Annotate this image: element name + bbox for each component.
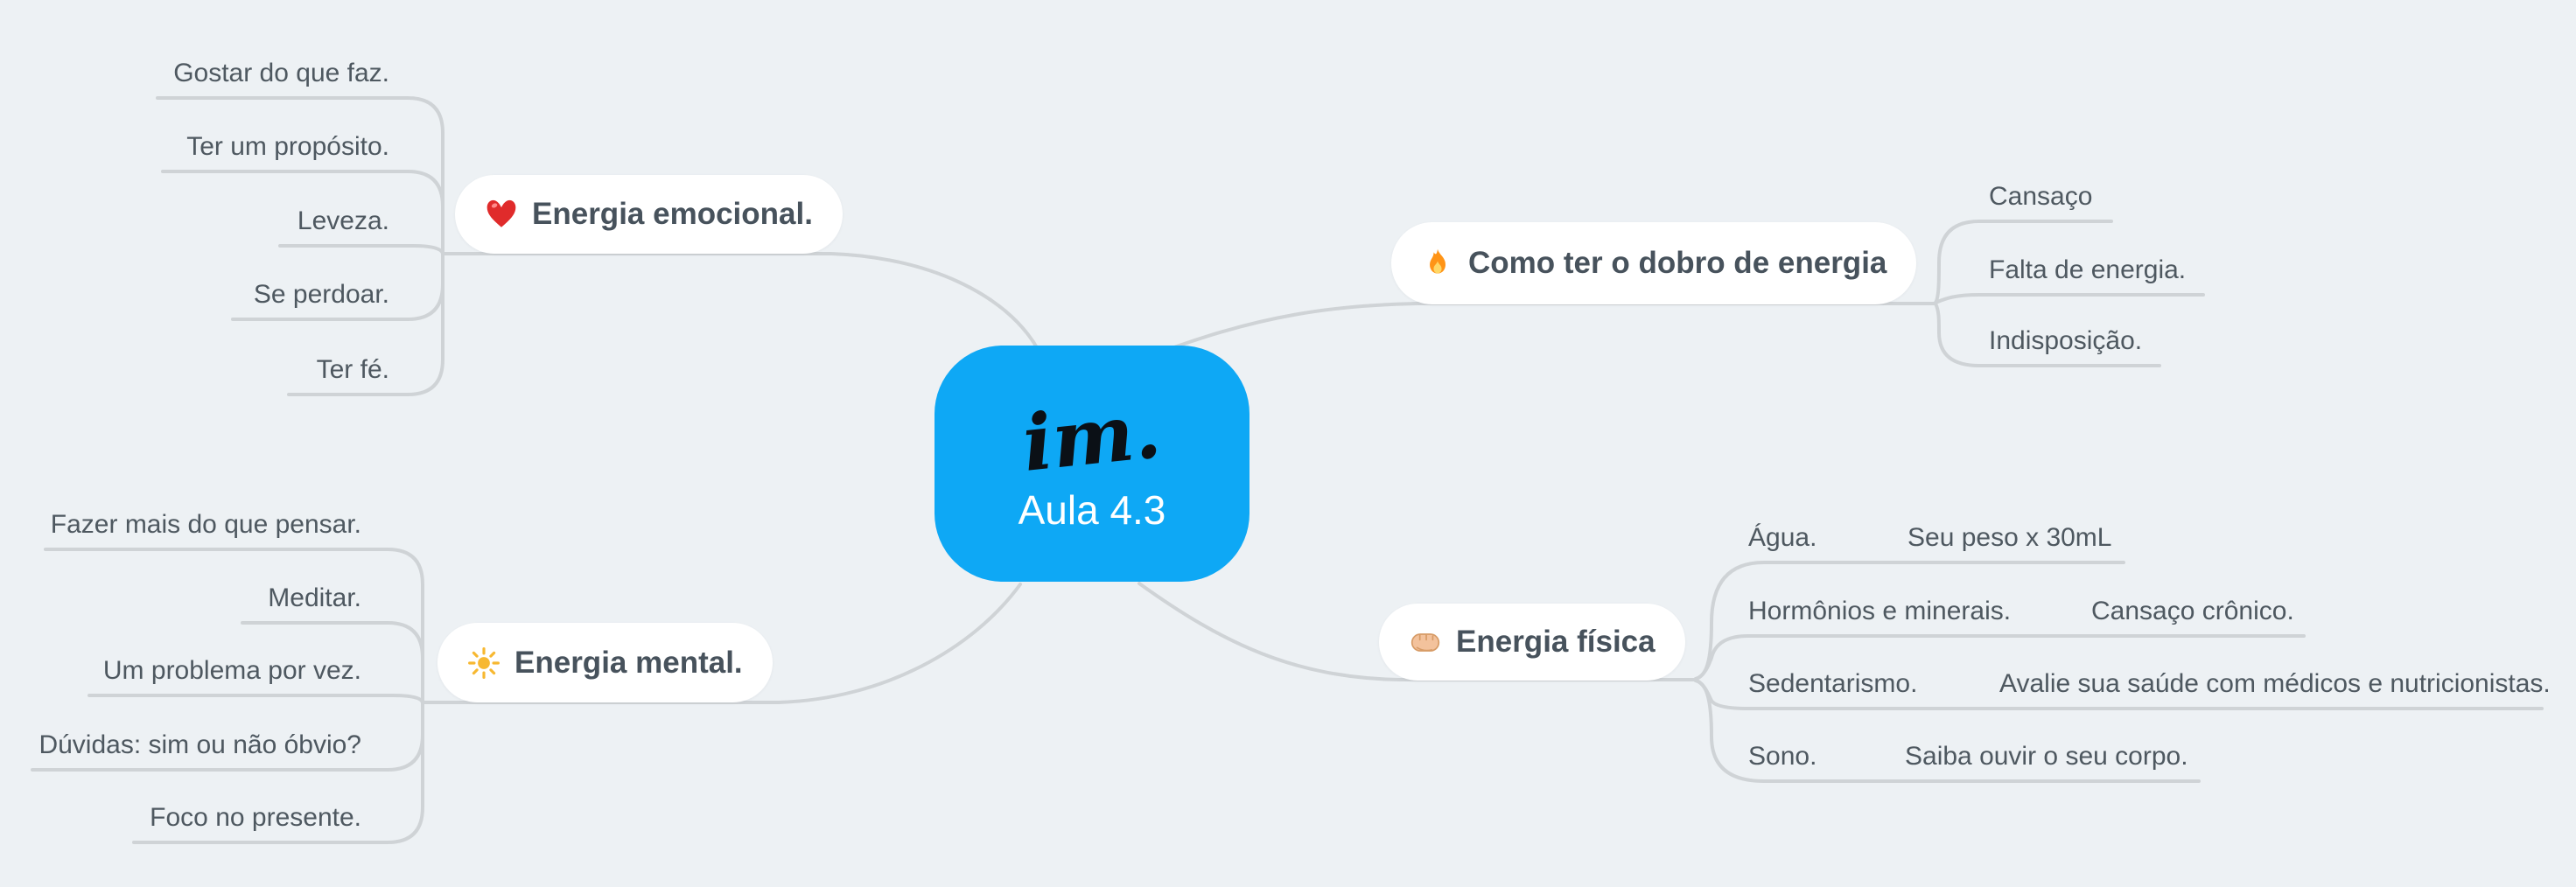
branch-pill-mental[interactable]: Energia mental.	[438, 623, 773, 702]
subtopic-fisica-2[interactable]: Hormônios e minerais.	[1748, 597, 2012, 625]
connector-emocional-child-2	[161, 170, 444, 255]
subtopic-fisica-3-note[interactable]: Avalie sua saúde com médicos e nutricion…	[1999, 669, 2551, 698]
subtopic-mental-4[interactable]: Dúvidas: sim ou não óbvio?	[38, 730, 361, 759]
branch-pill-emocional[interactable]: Energia emocional.	[455, 175, 843, 254]
branch-label-dobro: Como ter o dobro de energia	[1468, 246, 1887, 280]
connector-dobro-child-1	[1934, 220, 2113, 304]
subtopic-fisica-1-note[interactable]: Seu peso x 30mL	[1908, 523, 2112, 552]
connector-emocional-child-3	[278, 244, 444, 255]
connector-emocional-child-5	[287, 252, 444, 396]
connector-emocional-main	[441, 252, 1040, 351]
subtopic-mental-3[interactable]: Um problema por vez.	[102, 656, 361, 685]
connector-emocional-child-1	[156, 96, 444, 255]
subtopic-emocional-5[interactable]: Ter fé.	[316, 355, 389, 384]
subtopic-fisica-4-note[interactable]: Saiba ouvir o seu corpo.	[1905, 742, 2188, 771]
fire-icon	[1421, 247, 1454, 280]
subtopic-emocional-4[interactable]: Se perdoar.	[253, 280, 389, 309]
subtopic-fisica-4[interactable]: Sono.	[1748, 742, 1817, 771]
sun-icon	[467, 646, 500, 680]
connector-mental-child-3	[88, 694, 424, 704]
subtopic-fisica-2-note[interactable]: Cansaço crônico.	[2091, 597, 2294, 625]
subtopic-dobro-2[interactable]: Falta de energia.	[1989, 255, 2187, 284]
brand-logo: im.	[1018, 384, 1166, 489]
branch-label-mental: Energia mental.	[514, 645, 743, 680]
connector-fisica-row-4	[1694, 679, 2201, 783]
connector-fisica-main	[1138, 582, 1698, 681]
subtopic-emocional-3[interactable]: Leveza.	[297, 206, 389, 235]
subtopic-emocional-2[interactable]: Ter um propósito.	[186, 132, 389, 161]
connector-mental-child-1	[44, 548, 424, 704]
subtopic-mental-5[interactable]: Foco no presente.	[150, 803, 361, 832]
subtopic-fisica-1[interactable]: Água.	[1748, 523, 1817, 552]
connector-mental-child-2	[241, 621, 424, 704]
connector-dobro-main	[1172, 302, 1937, 349]
connector-dobro-child-3	[1934, 302, 2161, 367]
branch-label-emocional: Energia emocional.	[532, 197, 813, 231]
fist-icon	[1409, 625, 1442, 659]
subtopic-mental-2[interactable]: Meditar.	[268, 583, 361, 612]
branch-pill-fisica[interactable]: Energia física	[1379, 604, 1685, 681]
heart-icon	[485, 198, 518, 231]
branch-pill-dobro[interactable]: Como ter o dobro de energia	[1391, 222, 1917, 304]
connector-mental-child-5	[132, 701, 424, 844]
connector-mental-main	[421, 583, 1022, 704]
central-topic[interactable]: im. Aula 4.3	[934, 346, 1250, 582]
connector-fisica-row-2	[1694, 634, 2306, 681]
branch-label-fisica: Energia física	[1456, 625, 1656, 659]
central-topic-title: Aula 4.3	[1018, 487, 1166, 533]
subtopic-emocional-1[interactable]: Gostar do que faz.	[173, 59, 389, 87]
subtopic-mental-1[interactable]: Fazer mais do que pensar.	[50, 510, 361, 539]
subtopic-dobro-1[interactable]: Cansaço	[1989, 182, 2093, 211]
subtopic-dobro-3[interactable]: Indisposição.	[1989, 326, 2143, 355]
subtopic-fisica-3[interactable]: Sedentarismo.	[1748, 669, 1918, 698]
connector-dobro-child-2	[1934, 293, 2205, 304]
